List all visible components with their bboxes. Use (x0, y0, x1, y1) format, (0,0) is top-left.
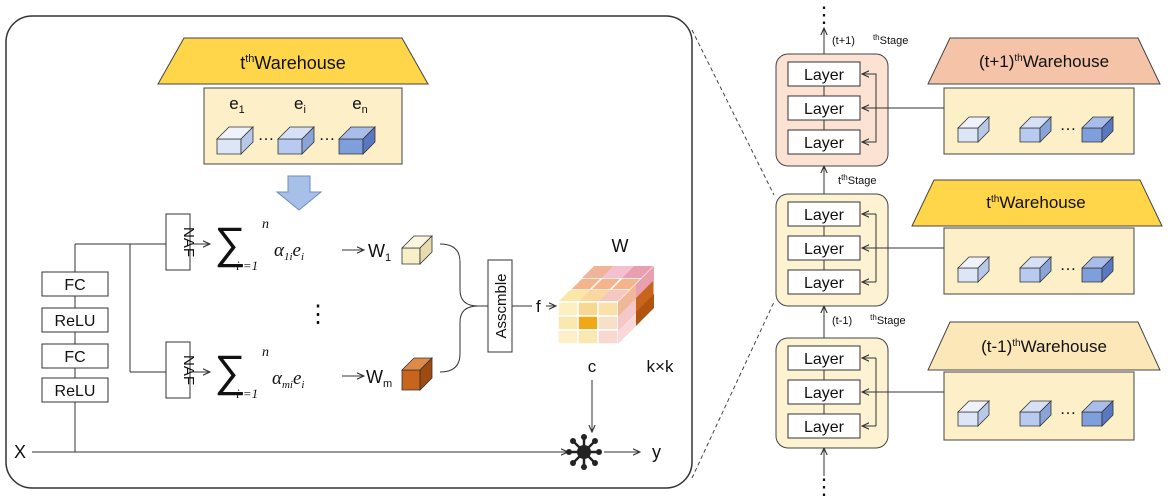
stage-label-mid: tthStage (838, 173, 876, 187)
stage-stack: ⋮ ⋮ (t+1)thStage tthStage (t-1)thStage L… (775, 2, 1163, 498)
naf-bottom: NAF (165, 341, 197, 399)
svg-text:∑: ∑ (214, 347, 245, 396)
warehouse-t: tthWarehouse e1 ei en … … (157, 37, 429, 165)
svg-text:∑: ∑ (214, 219, 245, 268)
svg-text:Layer: Layer (804, 207, 845, 224)
y-label: y (652, 442, 661, 462)
mlp-relu-1-label: ReLU (55, 313, 96, 330)
down-arrow-icon (275, 175, 323, 211)
naf-top: NAF (165, 213, 197, 271)
embedding-cube (957, 400, 990, 427)
svg-text:Layer: Layer (804, 101, 845, 118)
w-assembled-cube (556, 264, 656, 346)
w1-cube (401, 235, 433, 265)
warehouse-t-plus-1: (t+1)thWarehouse … (927, 37, 1161, 155)
svg-text:(t+1)thWarehouse: (t+1)thWarehouse (979, 52, 1109, 71)
mlp-fc-2 (41, 343, 109, 369)
layer-box (787, 235, 861, 261)
svg-text:tthWarehouse: tthWarehouse (986, 193, 1085, 212)
warehouse-t-minus-1: (t-1)thWarehouse … (927, 321, 1161, 441)
layer-box (787, 269, 861, 295)
sum-formula-top: ∑ n i =1 α1iei (214, 217, 304, 273)
bottom-dots: ⋮ (813, 474, 835, 498)
wm-cube (401, 357, 433, 391)
svg-text:αmiei: αmiei (272, 368, 304, 391)
stage-top: Layer Layer Layer (775, 53, 889, 167)
svg-text:α1iei: α1iei (274, 240, 304, 263)
embedding-cube-n (338, 126, 376, 155)
embedding-cube (1019, 116, 1052, 143)
svg-text:i =1: i =1 (236, 258, 258, 273)
svg-text:n: n (262, 345, 269, 360)
mlp-relu-2 (41, 377, 109, 403)
embedding-label-1: e1 (229, 94, 245, 116)
c-label: c (588, 357, 597, 376)
svg-text:…: … (1060, 399, 1077, 418)
svg-text:Layer: Layer (804, 241, 845, 258)
warehouse-title: tthWarehouse (240, 53, 346, 73)
naf-top-label: NAF (180, 227, 197, 257)
layer-box (787, 201, 861, 227)
mlp-fc-1 (41, 271, 109, 297)
stage-mid: Layer Layer Layer (775, 193, 889, 307)
embedding-cube-1 (216, 126, 254, 155)
svg-text:(t-1)thWarehouse: (t-1)thWarehouse (981, 337, 1107, 356)
stage-label-bottom: (t-1)thStage (832, 313, 906, 327)
zoom-line-bottom (691, 301, 775, 479)
embedding-cube (957, 116, 990, 143)
f-label: f (536, 297, 541, 316)
embedding-label-i: ei (294, 94, 306, 116)
stage-label-top: (t+1)thStage (832, 33, 908, 47)
detail-panel-border (5, 15, 693, 489)
sum-formula-bottom: ∑ n i =1 αmiei (214, 345, 304, 401)
vertical-ellipsis: ⋮ (306, 301, 330, 328)
layer-box (787, 95, 861, 121)
svg-text:n: n (262, 217, 269, 232)
mlp-stack: FC ReLU FC ReLU (41, 243, 166, 452)
w-cube-label: W (612, 236, 629, 256)
svg-text:Layer: Layer (804, 275, 845, 292)
layer-box (787, 345, 861, 371)
embedding-cube (957, 256, 990, 283)
stage-bottom: Layer Layer Layer (775, 337, 889, 449)
detail-panel: tthWarehouse e1 ei en … … (5, 15, 693, 489)
w1-label: W1 (368, 241, 391, 264)
assemble-block: Asscmble (487, 259, 513, 353)
layer-box (787, 413, 861, 439)
wm-label: Wm (366, 367, 392, 390)
warehouse-t-right: tthWarehouse … (911, 179, 1163, 295)
embedding-cube-i (277, 126, 315, 155)
embedding-cube (1081, 116, 1114, 143)
svg-text:Layer: Layer (804, 385, 845, 402)
svg-text:Layer: Layer (804, 135, 845, 152)
mlp-relu-1 (41, 307, 109, 333)
embedding-ellipsis-1: … (258, 125, 275, 144)
svg-text:…: … (1060, 255, 1077, 274)
mlp-relu-2-label: ReLU (55, 383, 96, 400)
mlp-fc-1-label: FC (64, 277, 85, 294)
svg-text:i =1: i =1 (236, 386, 258, 401)
warehouse-roof (157, 37, 429, 85)
embedding-ellipsis-2: … (319, 125, 336, 144)
svg-text:…: … (1060, 115, 1077, 134)
zoom-line-top (691, 29, 775, 196)
convolution-operator-icon (566, 434, 602, 470)
naf-bottom-label: NAF (180, 355, 197, 385)
top-dots: ⋮ (813, 2, 835, 27)
svg-text:Layer: Layer (804, 67, 845, 84)
assemble-label: Asscmble (493, 273, 510, 338)
embedding-cube (1019, 256, 1052, 283)
embedding-cube (1081, 256, 1114, 283)
embedding-cube (1081, 400, 1114, 427)
svg-text:Layer: Layer (804, 351, 845, 368)
embedding-label-n: en (352, 94, 368, 116)
svg-text:Layer: Layer (804, 419, 845, 436)
mlp-fc-2-label: FC (64, 349, 85, 366)
kxk-label: k×k (647, 357, 674, 376)
x-label: X (14, 442, 26, 462)
embedding-cube (1019, 400, 1052, 427)
